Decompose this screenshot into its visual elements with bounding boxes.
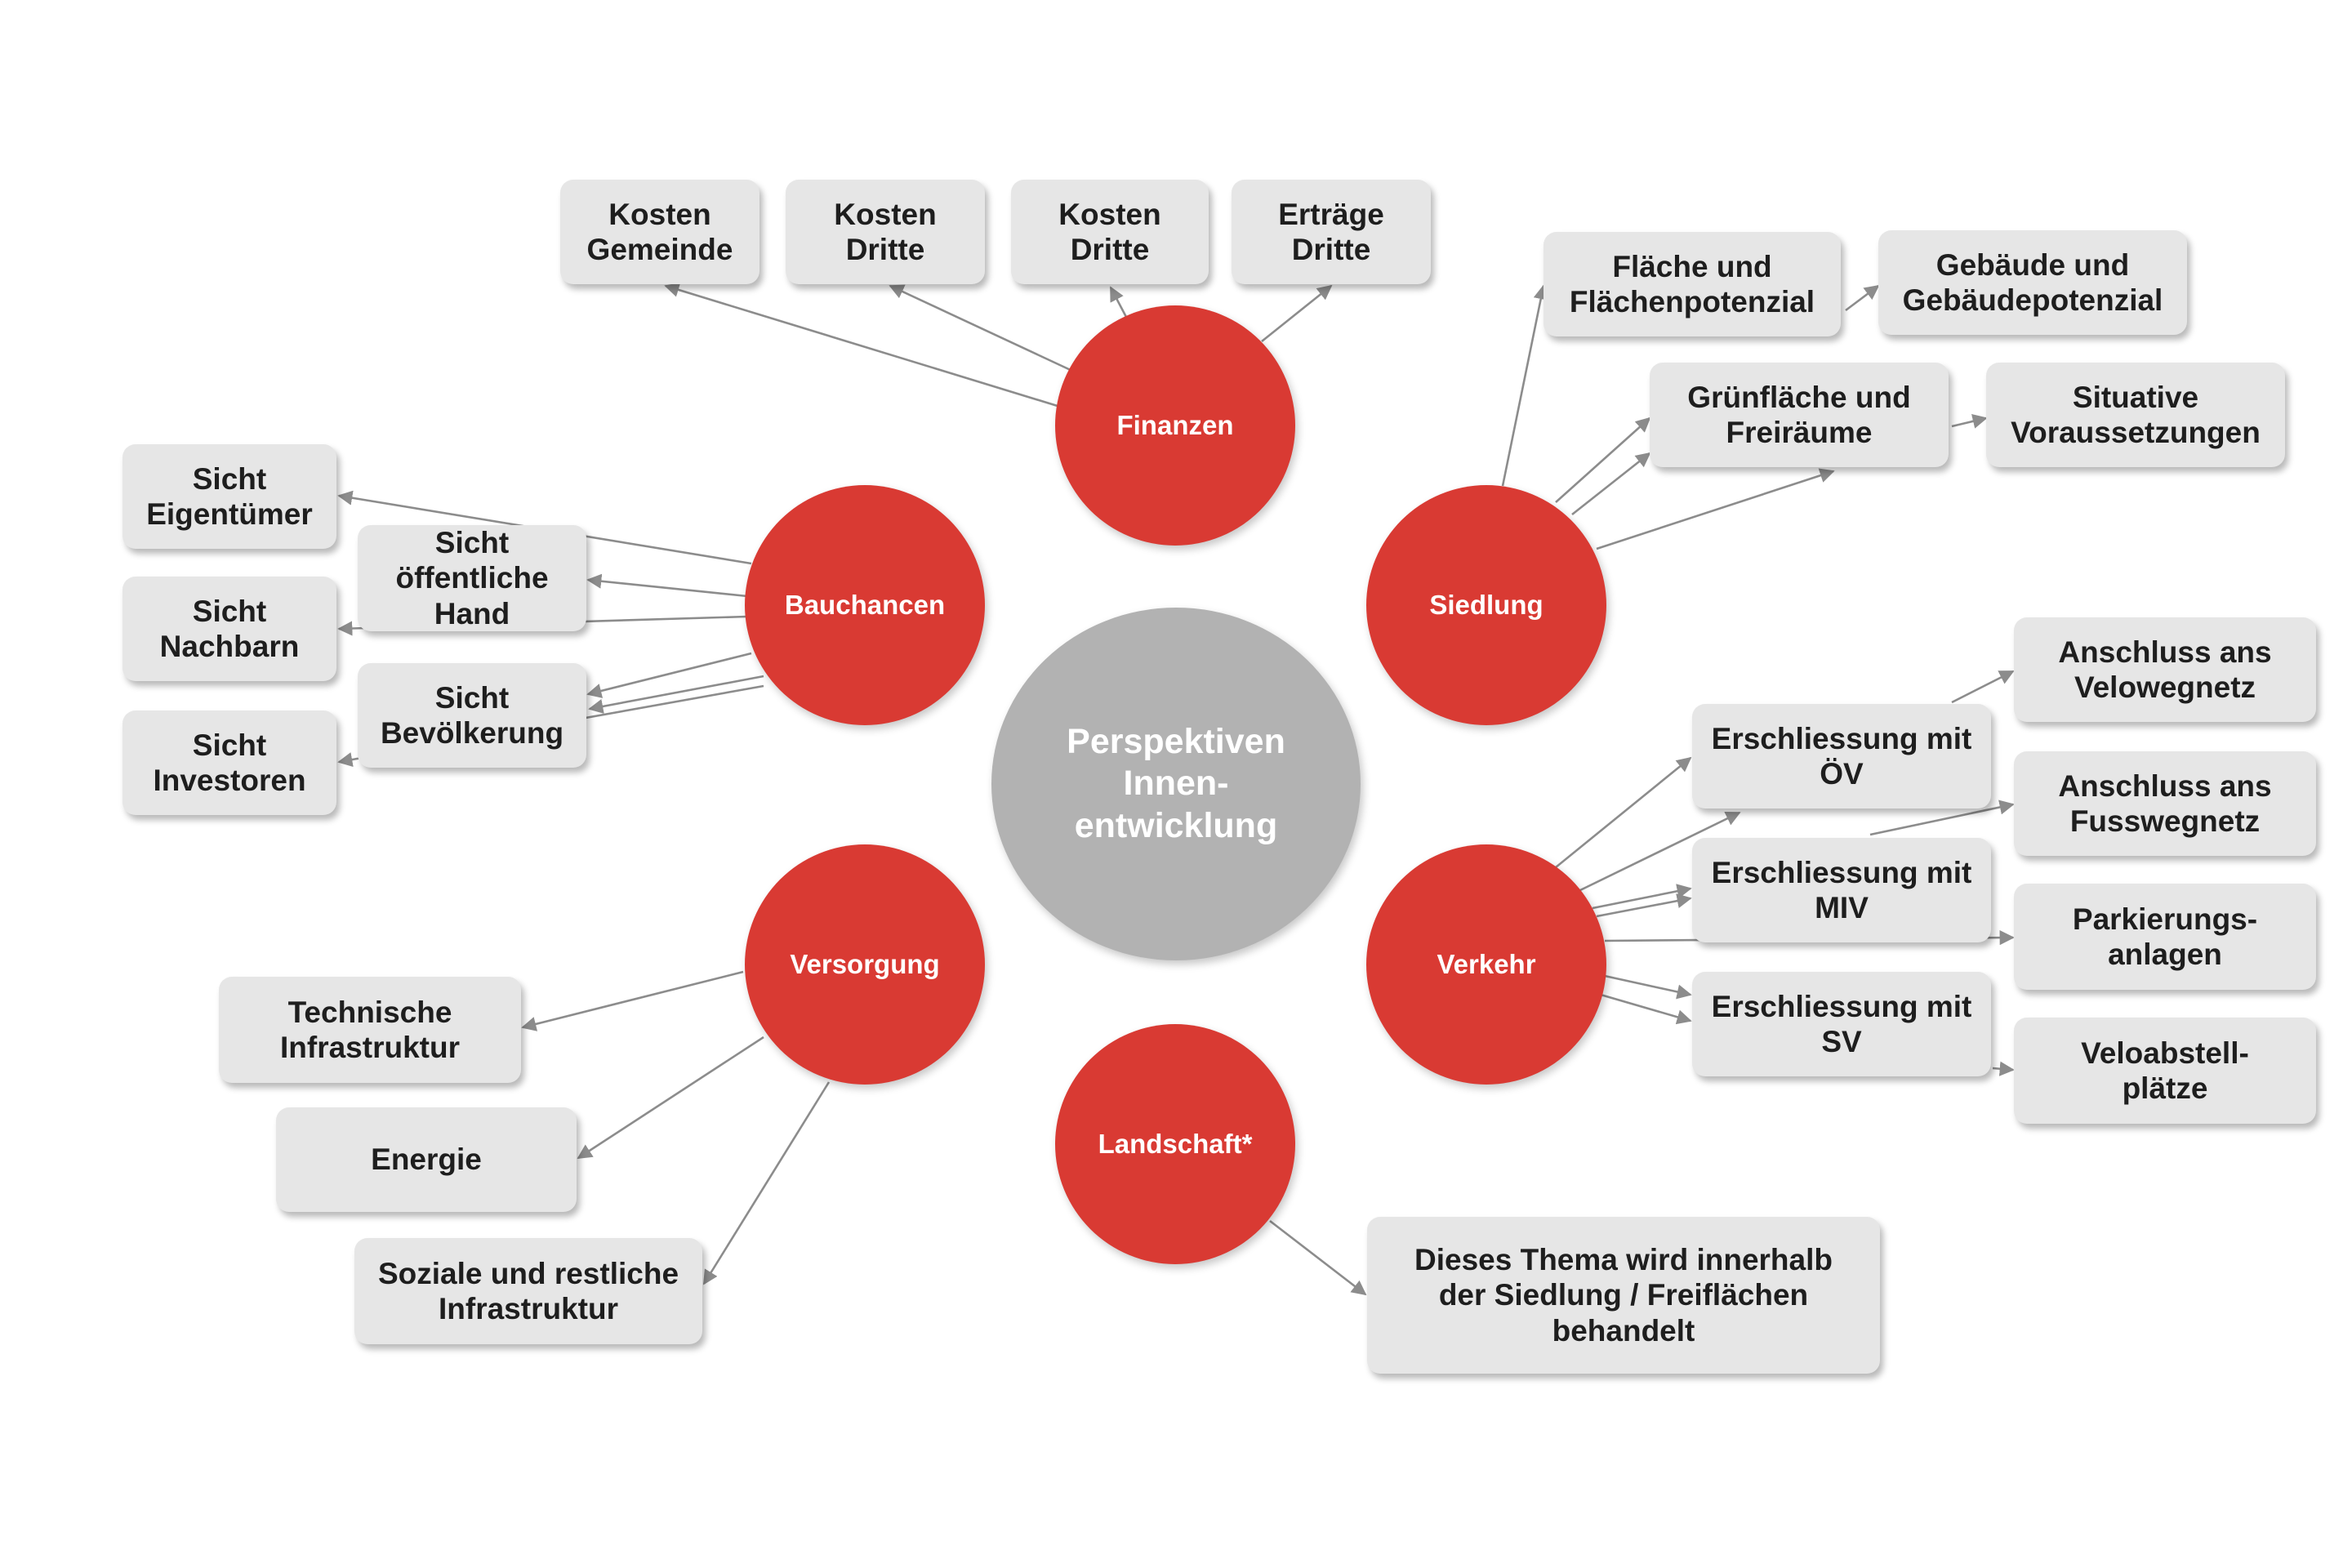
connector-bauchancen-sicht-oeffentliche-hand bbox=[586, 573, 748, 598]
box-energie: Energie bbox=[276, 1107, 577, 1212]
center-perspektiven-innenentwicklung: Perspektiven Innen- entwicklung bbox=[991, 608, 1361, 960]
hub-finanzen: Finanzen bbox=[1055, 305, 1295, 546]
box-kosten-gemeinde: Kosten Gemeinde bbox=[560, 180, 760, 284]
box-anschluss-fuss: Anschluss ans Fusswegnetz bbox=[2014, 751, 2316, 856]
box-soziale-infrastruktur: Soziale und restliche Infrastruktur bbox=[354, 1238, 702, 1344]
box-kosten-dritte-1: Kosten Dritte bbox=[786, 180, 985, 284]
box-kosten-dritte-2: Kosten Dritte bbox=[1011, 180, 1209, 284]
connector-siedlung-flaeche bbox=[1501, 284, 1548, 487]
connector-finanzen-kosten-gemeinde bbox=[664, 283, 1061, 408]
box-erschliessung-sv: Erschliessung mit SV bbox=[1692, 972, 1991, 1076]
connector-siedlung-gruenflaeche-2 bbox=[1571, 452, 1651, 516]
connector-verkehr-erschliessung-oev bbox=[1555, 756, 1692, 869]
connector-oev-anschluss-velo bbox=[1951, 670, 2015, 704]
connector-versorgung-technische bbox=[521, 970, 744, 1031]
box-sicht-eigentuemer: Sicht Eigentümer bbox=[122, 444, 336, 549]
box-ertraege-dritte: Erträge Dritte bbox=[1232, 180, 1431, 284]
connector-bauchancen-sicht-bevoelkerung-1 bbox=[586, 652, 752, 698]
connector-finanzen-ertraege-dritte bbox=[1261, 284, 1333, 343]
connector-verkehr-miv-2 bbox=[1596, 893, 1692, 918]
connector-siedlung-situative bbox=[1596, 468, 1835, 550]
connector-flaeche-gebaeude bbox=[1845, 284, 1880, 312]
connector-verkehr-oev-2 bbox=[1579, 811, 1741, 892]
connector-siedlung-gruenflaeche-1 bbox=[1555, 416, 1651, 503]
connector-gruenflaeche-situative bbox=[1951, 413, 1988, 429]
box-veloabstell: Veloabstell- plätze bbox=[2014, 1018, 2316, 1124]
connector-finanzen-kosten-dritte-1 bbox=[889, 284, 1075, 373]
connector-bauchancen-sicht-bevoelkerung-2 bbox=[588, 675, 764, 714]
connector-versorgung-soziale bbox=[702, 1081, 831, 1285]
box-parkierung: Parkierungs- anlagen bbox=[2014, 884, 2316, 990]
connector-verkehr-sv-2 bbox=[1600, 993, 1692, 1025]
connector-verkehr-sv-1 bbox=[1604, 974, 1692, 1000]
box-gebaeude: Gebäude und Gebäudepotenzial bbox=[1878, 230, 2187, 335]
hub-siedlung: Siedlung bbox=[1366, 485, 1606, 725]
hub-bauchancen: Bauchancen bbox=[745, 485, 985, 725]
connector-landschaft-dieses-thema bbox=[1269, 1219, 1367, 1296]
box-sicht-nachbarn: Sicht Nachbarn bbox=[122, 577, 336, 681]
box-sicht-oeffentliche-hand: Sicht öffentliche Hand bbox=[358, 525, 586, 631]
connector-verkehr-anschluss-fuss bbox=[1869, 800, 2015, 836]
box-technische-infrastruktur: Technische Infrastruktur bbox=[219, 977, 521, 1083]
connector-sv-veloabstell bbox=[1992, 1061, 2015, 1076]
connector-finanzen-kosten-dritte-2 bbox=[1109, 286, 1129, 319]
hub-versorgung: Versorgung bbox=[745, 844, 985, 1085]
connector-versorgung-energie bbox=[577, 1036, 764, 1160]
box-sicht-bevoelkerung: Sicht Bevölkerung bbox=[358, 663, 586, 768]
box-sicht-investoren: Sicht Investoren bbox=[122, 710, 336, 815]
box-dieses-thema: Dieses Thema wird innerhalb der Siedlung… bbox=[1367, 1217, 1880, 1374]
box-erschliessung-miv: Erschliessung mit MIV bbox=[1692, 838, 1991, 942]
box-gruenflaeche: Grünfläche und Freiräume bbox=[1650, 363, 1949, 467]
box-anschluss-velo: Anschluss ans Velowegnetz bbox=[2014, 617, 2316, 722]
box-erschliessung-oev: Erschliessung mit ÖV bbox=[1692, 704, 1991, 808]
box-situative: Situative Voraussetzungen bbox=[1986, 363, 2285, 467]
hub-landschaft: Landschaft* bbox=[1055, 1024, 1295, 1264]
hub-verkehr: Verkehr bbox=[1366, 844, 1606, 1085]
box-flaeche: Fläche und Flächenpotenzial bbox=[1544, 232, 1841, 336]
connector-verkehr-miv-1 bbox=[1592, 884, 1692, 910]
